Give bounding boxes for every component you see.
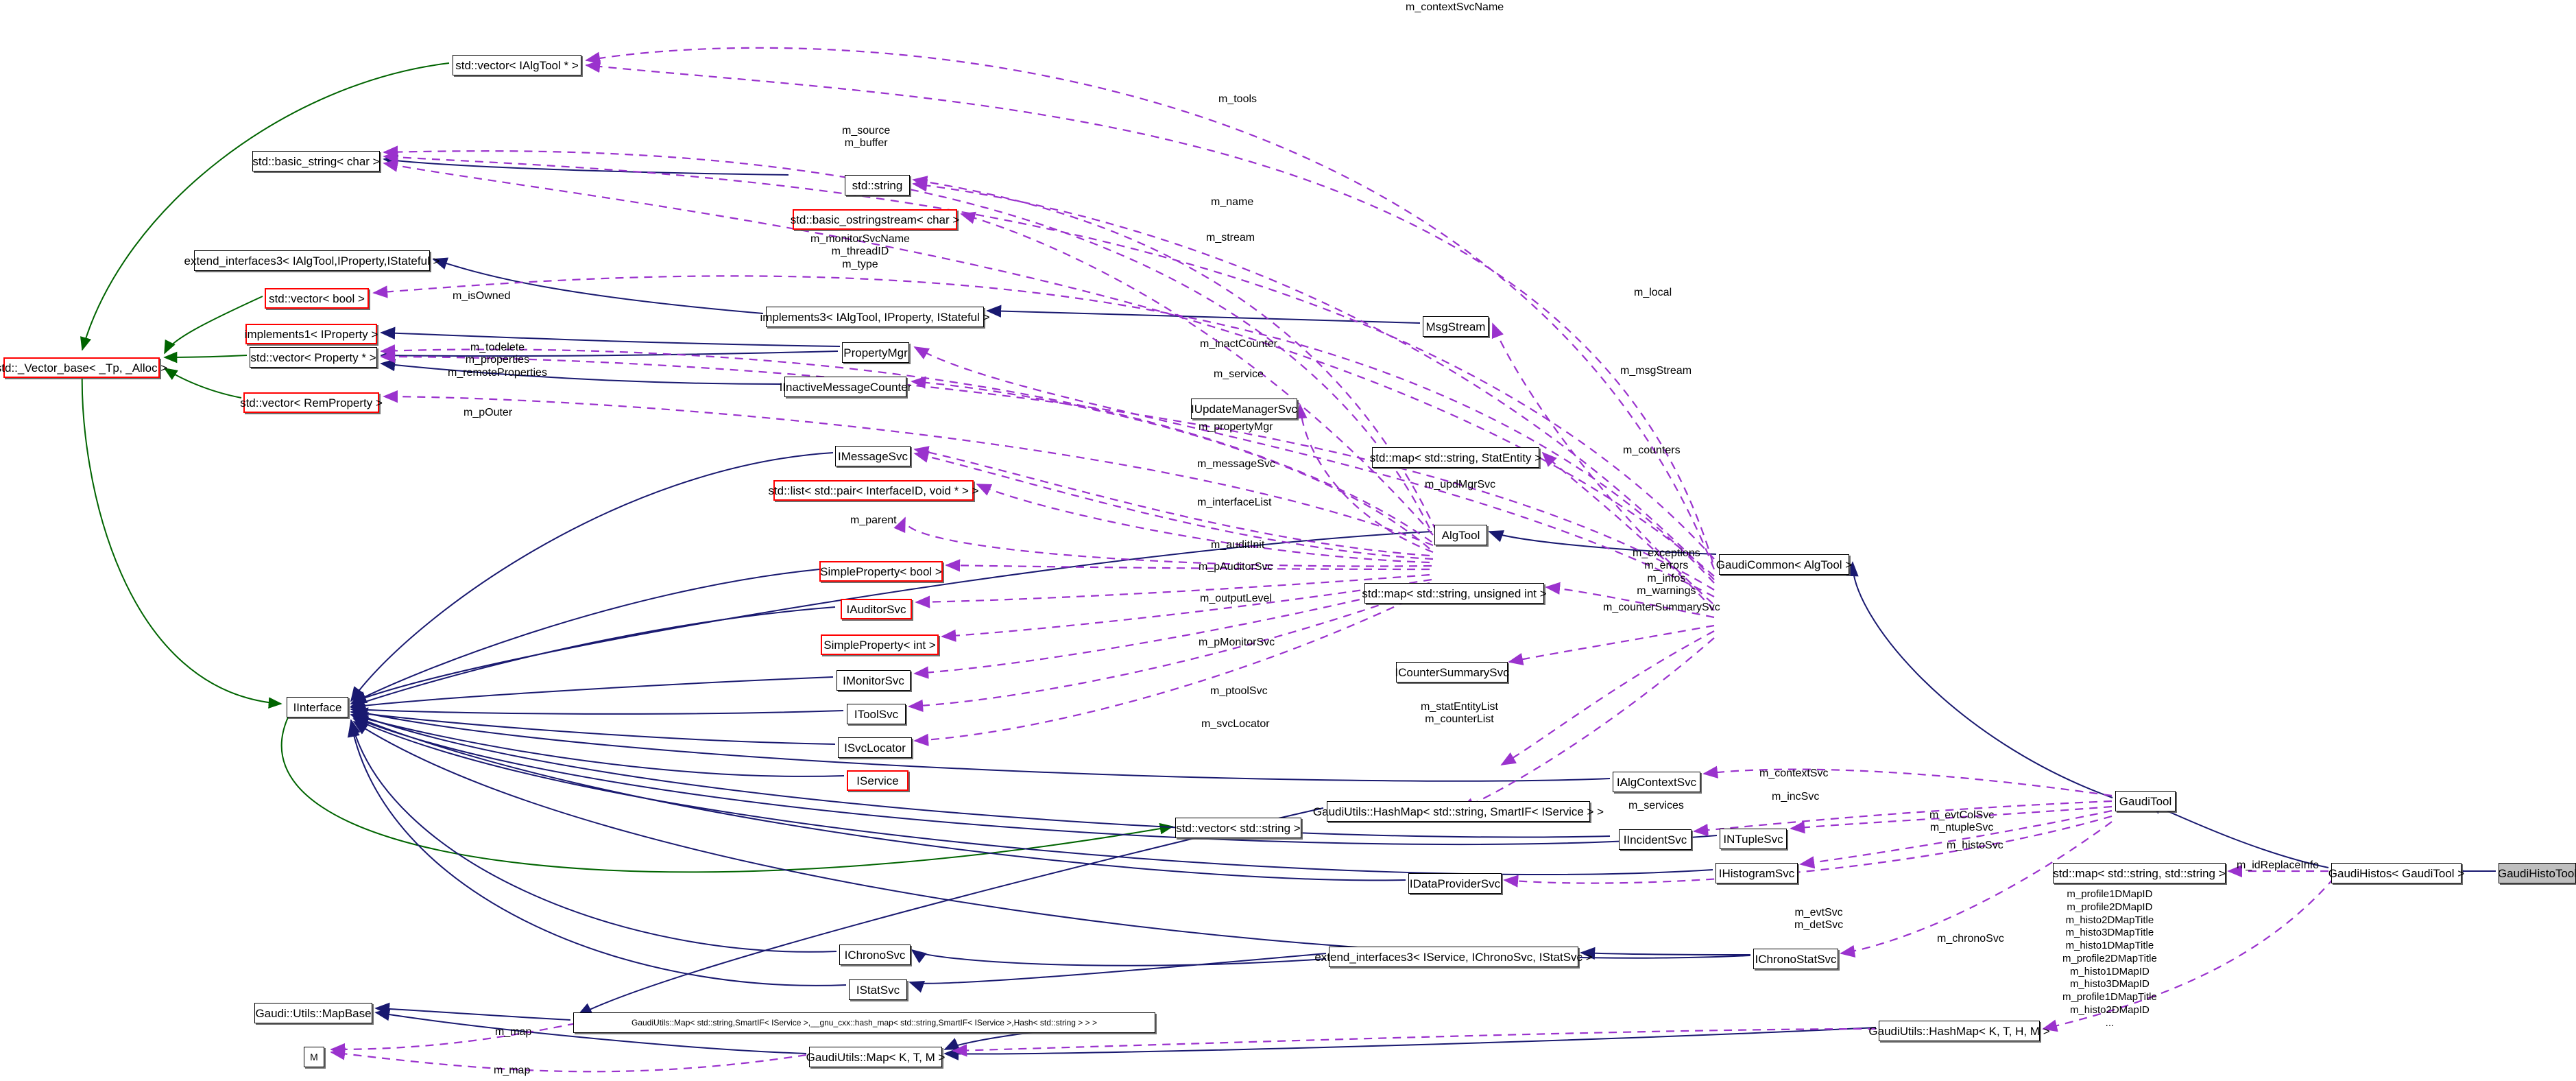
edge-label-m_map_upper: m_map [495, 1026, 532, 1038]
edge-label-m_local: m_local [1634, 287, 1672, 298]
edge-label-m_ptoolSvc: m_ptoolSvc [1210, 685, 1268, 697]
usage-edges [330, 47, 2335, 1073]
class-node-iupdatemanagersvc[interactable]: IUpdateManagerSvc [1191, 399, 1297, 419]
class-node-ihistogramsvc[interactable]: IHistogramSvc [1716, 863, 1798, 883]
class-node-algtool[interactable]: AlgTool [1434, 525, 1487, 545]
class-node-iservice[interactable]: IService [847, 770, 908, 791]
edge-label-m_histoSvc: m_histoSvc [1947, 840, 2003, 851]
class-node-gaudihistos_gauditool[interactable]: GaudiHistos< GaudiTool > [2328, 863, 2464, 883]
class-node-vector_string[interactable]: std::vector< std::string > [1175, 818, 1301, 838]
edge-label-m_interfaceList: m_interfaceList [1197, 497, 1272, 508]
edge-label-m_svcLocator: m_svcLocator [1201, 718, 1270, 730]
class-node-hashmap_string_smartif[interactable]: GaudiUtils::HashMap< std::string, SmartI… [1313, 801, 1604, 822]
member-stack-histo_map_members: m_profile1DMapID m_profile2DMapID m_hist… [2062, 888, 2157, 1029]
edge-label-m_monitorSvcName_group: m_monitorSvcName m_threadID m_type [810, 233, 910, 270]
class-node-propertymgr[interactable]: PropertyMgr [842, 342, 909, 363]
class-node-vector_remproperty[interactable]: std::vector< RemProperty > [240, 392, 383, 413]
class-node-node_m[interactable]: M [304, 1047, 324, 1067]
edge-label-m_statEntityList_group: m_statEntityList m_counterList [1421, 701, 1498, 726]
class-node-vector_base[interactable]: std::_Vector_base< _Tp, _Alloc > [0, 357, 167, 378]
edge-label-m_messageSvc: m_messageSvc [1197, 458, 1275, 470]
class-node-msgstream[interactable]: MsgStream [1423, 316, 1489, 337]
edge-label-m_evtSvc_group: m_evtSvc m_detSvc [1794, 907, 1844, 931]
class-node-gaudiutils_map_full[interactable]: GaudiUtils::Map< std::string,SmartIF< IS… [573, 1012, 1155, 1033]
edge-label-m_pAuditorSvc: m_pAuditorSvc [1199, 561, 1273, 573]
class-node-ichronosvc[interactable]: IChronoSvc [839, 945, 911, 965]
class-node-implements1_iproperty[interactable]: implements1< IProperty > [245, 324, 378, 344]
class-node-iincidentsvc[interactable]: IIncidentSvc [1619, 829, 1692, 850]
edge-label-m_services: m_services [1628, 800, 1684, 811]
class-node-vector_bool[interactable]: std::vector< bool > [265, 288, 369, 309]
class-node-icountersummarysvc[interactable]: ICounterSummarySvc [1395, 662, 1509, 682]
class-node-gaudicommon_algtool[interactable]: GaudiCommon< AlgTool > [1716, 554, 1852, 575]
edge-label-m_inactCounter: m_inactCounter [1200, 338, 1277, 350]
class-node-intuplesvc[interactable]: INTupleSvc [1720, 829, 1787, 849]
edge-label-m_updMgrSvc: m_updMgrSvc [1425, 479, 1496, 490]
edge-label-m_incSvc: m_incSvc [1772, 791, 1820, 803]
edge-label-m_counters: m_counters [1623, 444, 1681, 456]
class-node-basic_string_char[interactable]: std::basic_string< char > [252, 151, 380, 171]
class-node-gaudihistotool[interactable]: GaudiHistoTool [2498, 863, 2576, 883]
class-node-iinterface[interactable]: IInterface [287, 697, 348, 717]
edge-label-m_chronoSvc: m_chronoSvc [1937, 933, 2004, 945]
edge-label-m_outputLevel: m_outputLevel [1200, 593, 1272, 604]
edge-label-m_propertyMgr: m_propertyMgr [1199, 421, 1273, 433]
edge-label-m_parent: m_parent [850, 514, 897, 526]
class-node-basic_ostringstream[interactable]: std::basic_ostringstream< char > [791, 209, 959, 230]
edge-label-m_map_lower: m_map [494, 1065, 531, 1076]
edge-label-m_service: m_service [1214, 368, 1264, 380]
edge-label-m_auditInit: m_auditInit [1211, 539, 1265, 551]
edge-label-m_isOwned: m_isOwned [453, 290, 511, 302]
edge-label-m_counterSummarySvc: m_counterSummarySvc [1603, 602, 1720, 613]
class-node-itoolsvc[interactable]: IToolSvc [847, 704, 906, 724]
class-node-imessagesvc[interactable]: IMessageSvc [835, 446, 911, 466]
class-node-gauditool[interactable]: GaudiTool [2115, 791, 2176, 811]
class-node-simpleproperty_bool[interactable]: SimpleProperty< bool > [819, 561, 943, 582]
edge-label-m_contextSvc: m_contextSvc [1759, 768, 1829, 779]
class-node-extend_interfaces3_iservice[interactable]: extend_interfaces3< IService, IChronoSvc… [1314, 947, 1593, 967]
class-node-map_string_statentity[interactable]: std::map< std::string, StatEntity > [1370, 447, 1541, 468]
class-node-ialgcontextsvc[interactable]: IAlgContextSvc [1613, 772, 1700, 792]
class-node-extend_interfaces3_algtool[interactable]: extend_interfaces3< IAlgTool,IProperty,I… [184, 250, 440, 271]
edge-label-m_source_buffer: m_source m_buffer [842, 125, 891, 150]
class-node-iinactivemessagecounter[interactable]: IInactiveMessageCounter [780, 377, 911, 397]
class-node-imonitorsvc[interactable]: IMonitorSvc [836, 670, 911, 691]
edge-label-m_contextSvcName: m_contextSvcName [1406, 1, 1504, 13]
edge-label-m_evtColSvc_group: m_evtColSvc m_ntupleSvc [1929, 809, 1995, 834]
edge-label-m_tools: m_tools [1218, 93, 1257, 105]
class-node-istatsvc[interactable]: IStatSvc [849, 979, 907, 1000]
edge-label-m_name: m_name [1211, 196, 1254, 208]
class-node-list_pair_interfaceid[interactable]: std::list< std::pair< InterfaceID, void … [768, 480, 979, 501]
class-node-ichronostatsvc[interactable]: IChronoStatSvc [1753, 949, 1838, 969]
template-edges [80, 62, 1174, 873]
edge-label-m_pMonitorSvc: m_pMonitorSvc [1199, 637, 1275, 648]
class-node-isvclocator[interactable]: ISvcLocator [838, 737, 912, 758]
edge-label-m_msgStream: m_msgStream [1620, 365, 1692, 377]
class-node-iauditorsvc[interactable]: IAuditorSvc [841, 599, 912, 619]
class-node-vector_property_ptr[interactable]: std::vector< Property * > [250, 347, 377, 368]
class-node-implements3_algtool[interactable]: implements3< IAlgTool, IProperty, IState… [760, 307, 990, 327]
class-node-std_string[interactable]: std::string [845, 175, 910, 195]
edge-label-m_idReplaceInfo: m_idReplaceInfo [2237, 859, 2320, 871]
class-node-idataprovidersvc[interactable]: IDataProviderSvc [1408, 873, 1502, 894]
class-node-vec_ialgtool_ptr[interactable]: std::vector< IAlgTool * > [453, 55, 581, 75]
edge-label-m_pOuter: m_pOuter [464, 407, 513, 418]
class-node-map_string_string[interactable]: std::map< std::string, std::string > [2053, 863, 2226, 883]
edge-label-m_todelete_group: m_todelete m_properties m_remoteProperti… [448, 342, 547, 379]
class-node-gaudiutils_map_ktm[interactable]: GaudiUtils::Map< K, T, M > [806, 1047, 945, 1067]
class-node-map_string_uint[interactable]: std::map< std::string, unsigned int > [1362, 583, 1547, 604]
class-node-hashmap_kthm[interactable]: GaudiUtils::HashMap< K, T, H, M > [1868, 1021, 2050, 1041]
class-node-simpleproperty_int[interactable]: SimpleProperty< int > [821, 634, 939, 655]
edge-label-m_stream: m_stream [1206, 232, 1255, 243]
edge-label-m_exceptions_group: m_exceptions m_errors m_infos m_warnings [1633, 547, 1700, 597]
class-node-gaudi_utils_mapbase[interactable]: Gaudi::Utils::MapBase [254, 1003, 372, 1023]
inheritance-edges [347, 154, 2496, 1060]
